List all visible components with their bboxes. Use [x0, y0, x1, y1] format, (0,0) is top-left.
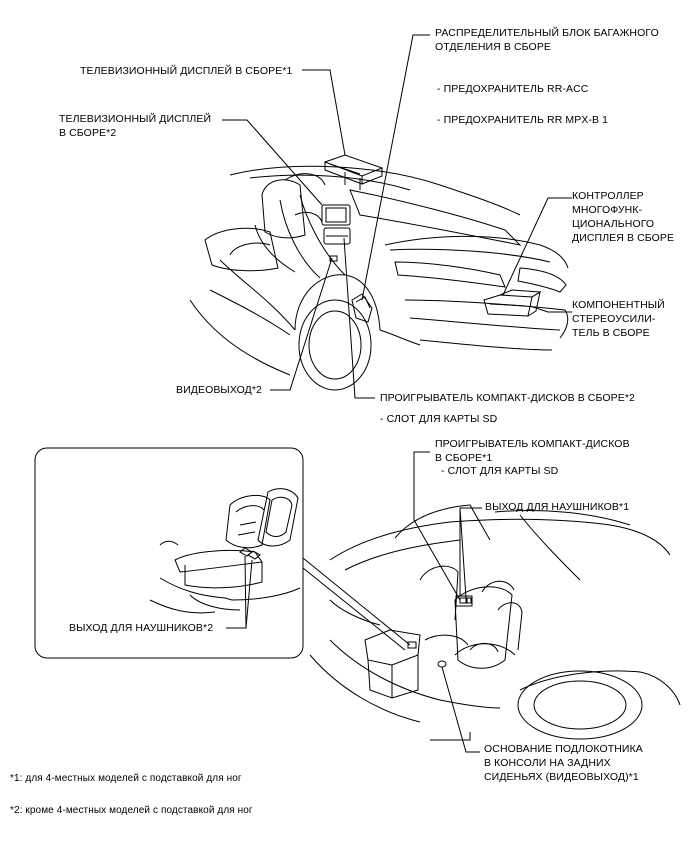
tv-display-roof [325, 155, 382, 190]
label-trunk-junction-block: РАСПРЕДЕЛИТЕЛЬНЫЙ БЛОК БАГАЖНОГО ОТДЕЛЕН… [435, 27, 659, 53]
top-car-seats [205, 174, 325, 271]
trunk-components [484, 290, 540, 316]
label-fuse-rr-mpx: - ПРЕДОХРАНИТЕЛЬ RR MPX-B 1 [437, 114, 609, 126]
label-sd-slot-2: - СЛОТ ДЛЯ КАРТЫ SD [380, 413, 498, 425]
top-leaders [222, 35, 572, 398]
footnote-1: *1: для 4-местных моделей с подставкой д… [10, 773, 242, 784]
label-cd-player-2: ПРОИГРЫВАТЕЛЬ КОМПАКТ-ДИСКОВ В СБОРЕ*2 [380, 392, 635, 404]
label-headphone-out-1: ВЫХОД ДЛЯ НАУШНИКОВ*1 [485, 501, 630, 513]
label-tv-display-1: ТЕЛЕВИЗИОННЫЙ ДИСПЛЕЙ В СБОРЕ*1 [80, 65, 293, 77]
junction-block-trunk [352, 294, 372, 322]
label-fuse-rr-acc: - ПРЕДОХРАНИТЕЛЬ RR-ACC [437, 83, 589, 95]
footnote-2: *2: кроме 4-местных моделей с подставкой… [10, 805, 253, 816]
tv-display-seatback [322, 205, 350, 261]
label-stereo-amplifier: КОМПОНЕНТНЫЙ СТЕРЕОУСИЛИ- ТЕЛЬ В СБОРЕ [572, 299, 665, 339]
label-tv-display-2: ТЕЛЕВИЗИОННЫЙ ДИСПЛЕЙ В СБОРЕ*2 [59, 113, 212, 139]
bottom-car-seats [365, 566, 522, 698]
bottom-car-outline [310, 505, 680, 740]
label-armrest-base: ОСНОВАНИЕ ПОДЛОКОТНИКА В КОНСОЛИ НА ЗАДН… [484, 743, 643, 783]
inset-seat-artwork [150, 489, 300, 613]
inset-frame [35, 448, 303, 658]
label-video-out-2: ВИДЕОВЫХОД*2 [176, 384, 262, 396]
label-multi-display-controller: КОНТРОЛЛЕР МНОГОФУНК- ЦИОНАЛЬНОГО ДИСПЛЕ… [572, 190, 675, 244]
label-headphone-out-2: ВЫХОД ДЛЯ НАУШНИКОВ*2 [69, 622, 214, 634]
top-car-outline [190, 166, 568, 390]
bottom-leaders [226, 452, 482, 752]
label-sd-slot-1: - СЛОТ ДЛЯ КАРТЫ SD [441, 465, 559, 477]
label-cd-player-1: ПРОИГРЫВАТЕЛЬ КОМПАКТ-ДИСКОВ В СБОРЕ*1 [435, 438, 630, 464]
